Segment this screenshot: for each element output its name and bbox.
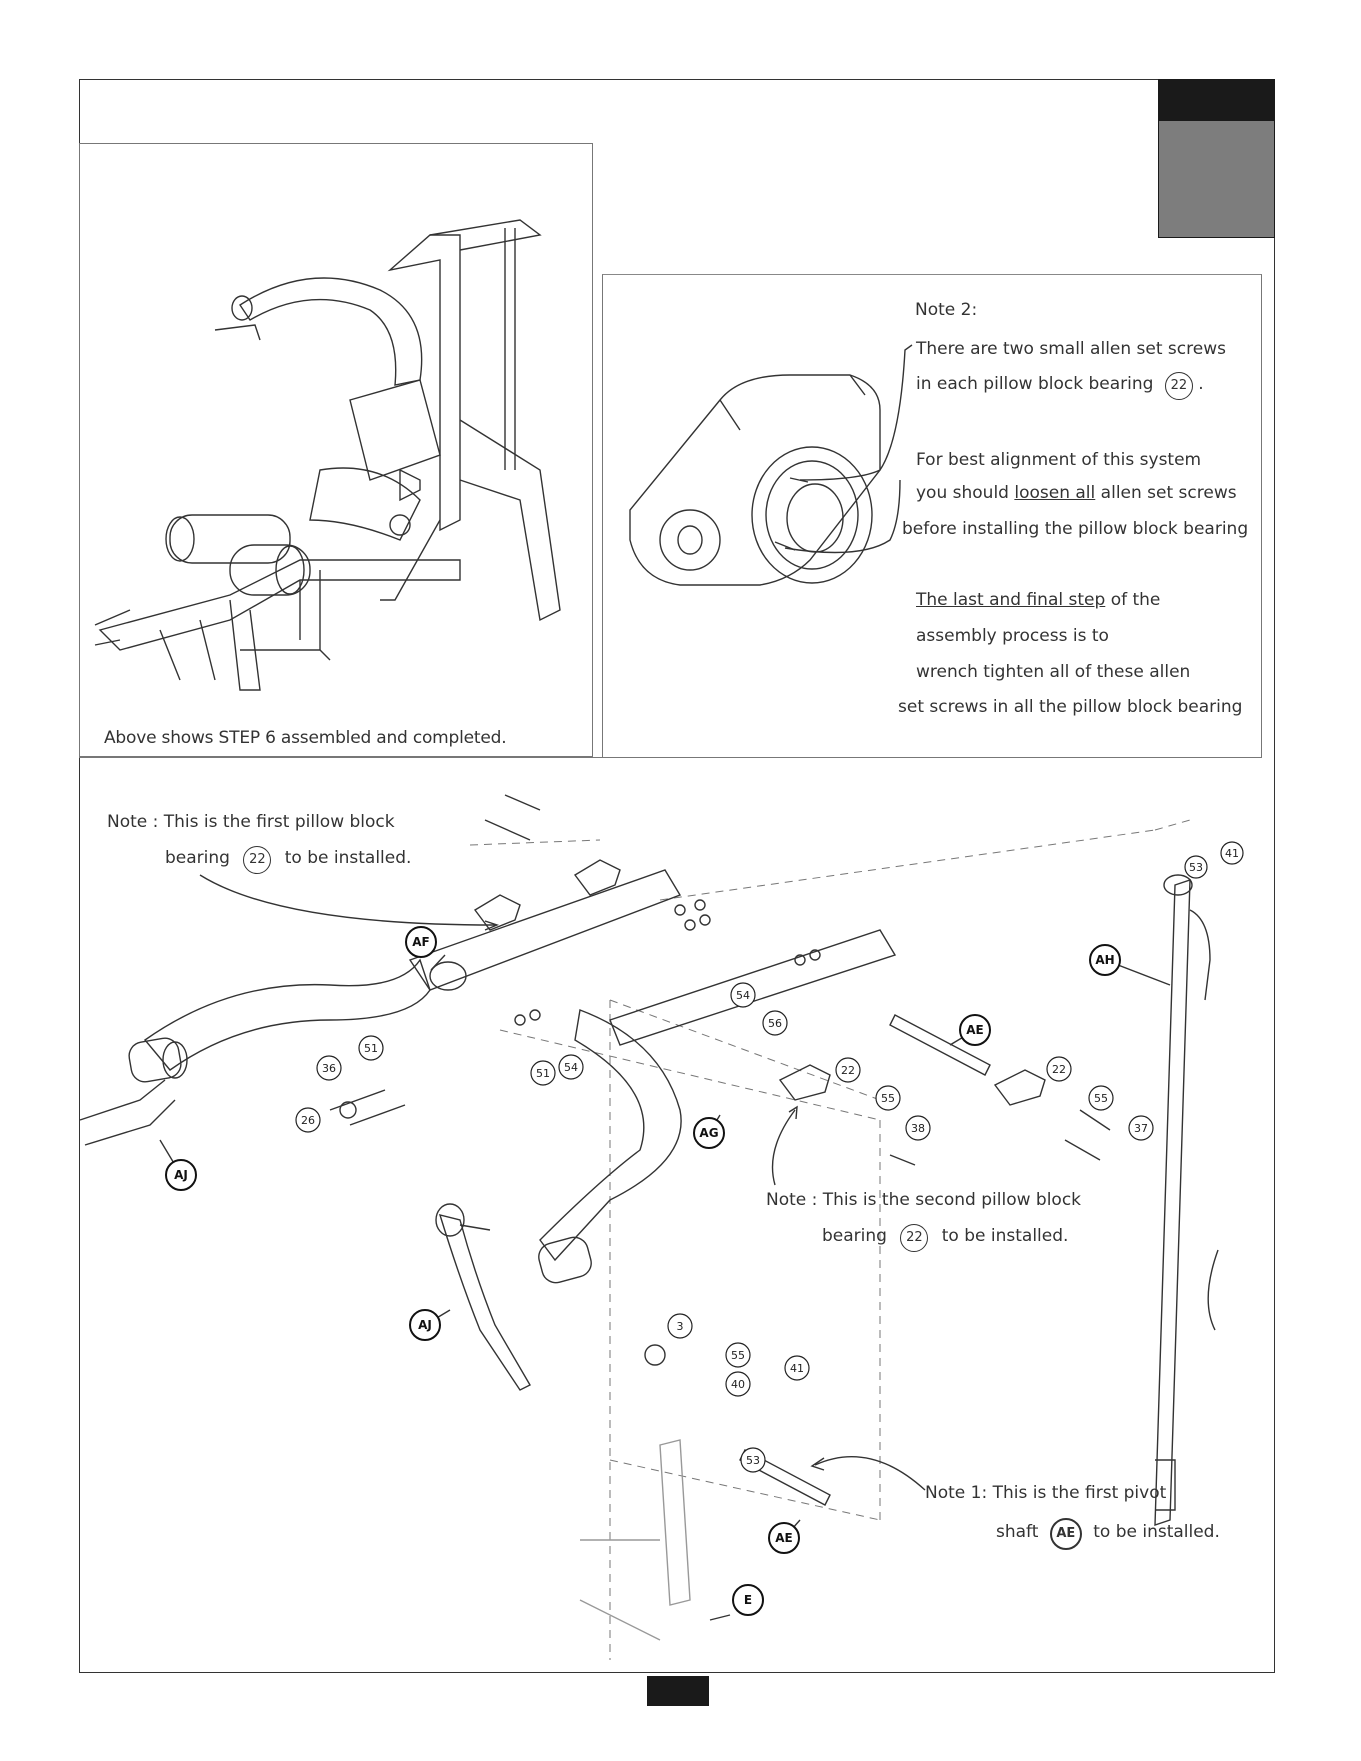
- note-first-bearing-line2: bearing 22 to be installed.: [165, 846, 411, 874]
- page-number-tab: [647, 1676, 709, 1706]
- note2-line4: you should loosen all allen set screws: [916, 485, 1237, 502]
- note2-line1: There are two small allen set screws: [916, 339, 1226, 359]
- note1-line2: shaft AE to be installed.: [996, 1518, 1220, 1550]
- note2-line2: in each pillow block bearing 22 .: [916, 372, 1204, 400]
- callout-3: 3: [677, 1320, 684, 1333]
- assembled-caption: Above shows STEP 6 assembled and complet…: [104, 728, 507, 748]
- note1-text: shaft: [996, 1522, 1039, 1542]
- note2-line2-end: .: [1198, 374, 1204, 394]
- callout-41: 41: [790, 1362, 804, 1375]
- callout-circles: [295, 841, 1244, 1473]
- callout-51: 51: [364, 1042, 378, 1055]
- part-label-ah: AH: [1095, 953, 1114, 967]
- bearing-note-panel: [602, 274, 1262, 758]
- callout-41: 41: [1225, 847, 1239, 860]
- note1-ref-ae: AE: [1049, 1518, 1082, 1550]
- note2-line6: The last and final step of the: [916, 592, 1160, 609]
- callout-40: 40: [731, 1378, 745, 1391]
- note1-end: to be installed.: [1093, 1522, 1220, 1542]
- section-tab-header: [1158, 79, 1275, 120]
- section-divider: [79, 757, 1262, 758]
- callout-37: 37: [1134, 1122, 1148, 1135]
- callout-54: 54: [736, 989, 750, 1002]
- note-first-bearing-text: bearing: [165, 848, 230, 868]
- callout-36: 36: [322, 1062, 336, 1075]
- part-label-e: E: [744, 1593, 752, 1607]
- note1-line1: Note 1: This is the first pivot: [925, 1483, 1167, 1503]
- callout-51: 51: [536, 1067, 550, 1080]
- note-second-bearing-end: to be installed.: [941, 1226, 1069, 1246]
- callout-22: 22: [841, 1064, 855, 1077]
- note2-line4-b: allen set screws: [1100, 483, 1237, 503]
- callout-55: 55: [881, 1092, 895, 1105]
- note-first-bearing-ref-22: 22: [243, 846, 272, 874]
- part-label-ae: AE: [966, 1023, 983, 1037]
- callout-38: 38: [911, 1122, 925, 1135]
- note-second-bearing-line2: bearing 22 to be installed.: [822, 1224, 1068, 1252]
- callout-53: 53: [746, 1454, 760, 1467]
- assembled-machine-drawing: [94, 219, 561, 691]
- part-label-aj: AJ: [174, 1168, 188, 1182]
- note-first-bearing-line1: Note : This is the first pillow block: [107, 812, 395, 832]
- note2-line7: assembly process is to: [916, 626, 1109, 646]
- note2-line5: before installing the pillow block beari…: [902, 519, 1249, 539]
- note-first-bearing-end: to be installed.: [284, 848, 412, 868]
- part-label-circles: [165, 926, 1121, 1616]
- page-frame: [79, 79, 1275, 1673]
- part-label-aj: AJ: [418, 1318, 432, 1332]
- callout-55: 55: [731, 1349, 745, 1362]
- note2-line6-b: of the: [1110, 590, 1161, 610]
- note-second-bearing-text: bearing: [822, 1226, 887, 1246]
- note2-line8: wrench tighten all of these allen: [916, 662, 1191, 682]
- note2-line4-underlined: loosen all: [1014, 483, 1096, 503]
- part-label-af: AF: [412, 935, 429, 949]
- note-second-bearing-ref-22: 22: [900, 1224, 929, 1252]
- part-label-ag: AG: [699, 1126, 718, 1140]
- note2-line6-underlined: The last and final step: [916, 590, 1106, 610]
- note2-line2-text: in each pillow block bearing: [916, 374, 1154, 394]
- callout-53: 53: [1189, 861, 1203, 874]
- pillow-block-bearing-drawing: [629, 344, 913, 586]
- section-tab: [1158, 120, 1275, 238]
- part-label-ae: AE: [775, 1531, 792, 1545]
- callout-26: 26: [301, 1114, 315, 1127]
- note-second-bearing-line1: Note : This is the second pillow block: [766, 1190, 1082, 1210]
- callout-56: 56: [768, 1017, 782, 1030]
- note2-line3: For best alignment of this system: [916, 450, 1202, 470]
- callout-22: 22: [1052, 1063, 1066, 1076]
- note2-line4-a: you should: [916, 483, 1009, 503]
- note2-ref-22: 22: [1164, 372, 1193, 400]
- note2-line9: set screws in all the pillow block beari…: [898, 697, 1243, 717]
- callout-54: 54: [564, 1061, 578, 1074]
- note2-title: Note 2:: [915, 300, 978, 320]
- callout-55: 55: [1094, 1092, 1108, 1105]
